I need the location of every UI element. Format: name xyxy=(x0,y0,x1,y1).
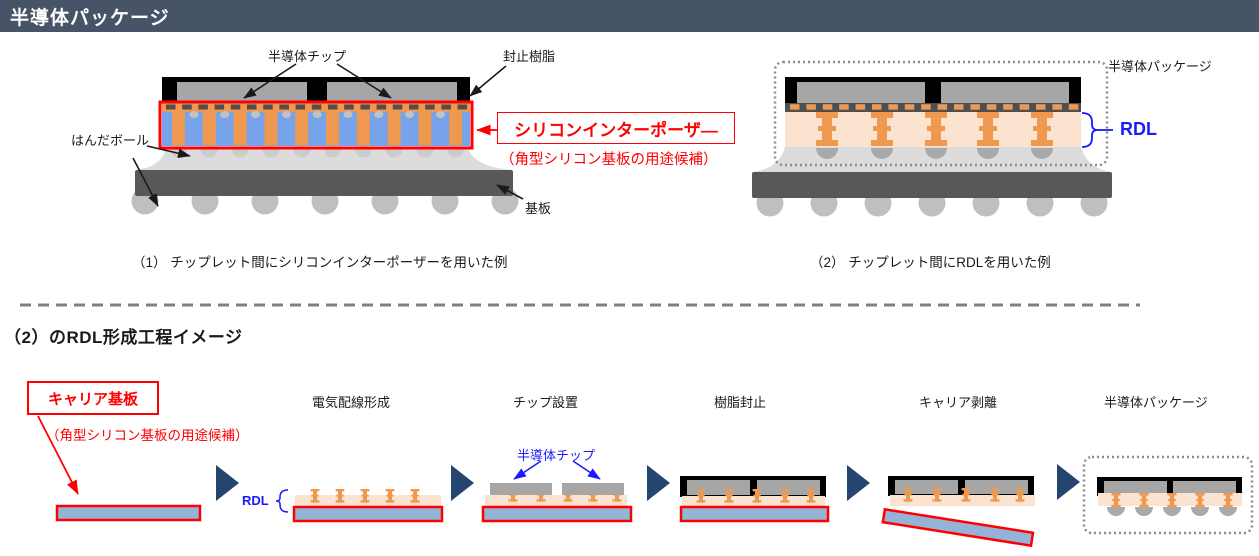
label-silicon-interposer: シリコンインターポーザ― xyxy=(514,120,718,140)
rdl-vias xyxy=(310,489,420,503)
page-title: 半導体パッケージ xyxy=(10,7,170,29)
chip-left xyxy=(797,82,925,103)
pad-strip xyxy=(785,103,1081,112)
label-rdl-step: RDL xyxy=(242,493,269,508)
label-solder-ball: はんだボール xyxy=(71,133,150,148)
chip-right xyxy=(327,82,457,102)
package-cross-section-interposer xyxy=(131,63,524,215)
caption-example-2: （2） チップレット間にRDLを用いた例 xyxy=(810,255,1051,270)
carrier-callout-box: キャリア基板 xyxy=(27,381,159,415)
tsv-columns xyxy=(172,111,463,146)
chip-right xyxy=(965,480,1028,494)
rdl-brace-small xyxy=(275,489,289,513)
label-rdl: RDL xyxy=(1120,119,1157,139)
process-flow xyxy=(37,415,1254,548)
chip-left xyxy=(1104,481,1167,494)
title-bar: 半導体パッケージ xyxy=(0,0,1259,32)
flow-arrow-icon xyxy=(216,465,239,501)
process-heading: （2）のRDL形成工程イメージ xyxy=(4,328,243,347)
flow-arrow-icon xyxy=(647,465,670,501)
step-label-wiring: 電気配線形成 xyxy=(312,395,391,410)
rdl-vias xyxy=(903,488,1025,502)
label-carrier-note: （角型シリコン基板の用途候補） xyxy=(46,428,249,443)
arrow-to-chip-right xyxy=(336,63,392,99)
step-label-carrier-release: キャリア剥離 xyxy=(919,395,998,410)
rdl-vias xyxy=(816,112,1053,146)
label-carrier-substrate: キャリア基板 xyxy=(47,390,138,408)
substrate xyxy=(752,172,1112,198)
chip-left xyxy=(177,82,307,102)
label-semiconductor-chip: 半導体チップ xyxy=(268,49,347,64)
arrow-to-bump xyxy=(146,145,191,158)
chip-right xyxy=(757,480,820,495)
arrow-to-substrate xyxy=(496,184,524,200)
label-chip-step: 半導体チップ xyxy=(517,448,596,463)
substrate xyxy=(135,170,513,196)
rdl-layer xyxy=(485,495,627,506)
label-semiconductor-package: 半導体パッケージ xyxy=(1108,59,1212,74)
step-label-final-package: 半導体パッケージ xyxy=(1104,395,1208,410)
label-molding-resin: 封止樹脂 xyxy=(503,49,556,64)
flow-arrow-icon xyxy=(1057,464,1080,500)
package-outline-dotted xyxy=(1082,455,1254,535)
package-cross-section-rdl xyxy=(752,60,1113,217)
arrow-to-carrier xyxy=(37,415,79,495)
step-label-resin-molding: 樹脂封止 xyxy=(714,395,767,410)
chip-left xyxy=(895,480,958,494)
chip-right xyxy=(1173,481,1236,494)
rdl-vias xyxy=(1111,493,1233,508)
flow-arrow-icon xyxy=(847,465,870,501)
rdl-vias xyxy=(696,489,816,503)
pad-dashes xyxy=(790,104,1079,110)
interposer-highlight-box xyxy=(158,100,474,150)
arrow-to-ball xyxy=(132,157,159,207)
bump-pads xyxy=(166,104,468,110)
arrow-to-chip-right xyxy=(572,460,601,480)
carrier-substrate xyxy=(679,505,830,523)
chip-left xyxy=(490,483,552,495)
rdl-brace xyxy=(1081,112,1099,148)
carrier-substrate xyxy=(55,504,202,522)
package-body xyxy=(752,147,1112,172)
micro-bumps xyxy=(816,148,1053,159)
step-label-chip-placement: チップ設置 xyxy=(513,395,579,410)
arrow-to-chip-left xyxy=(513,460,542,480)
chip-right xyxy=(941,82,1069,103)
arrow-to-resin xyxy=(469,65,507,97)
chip-left xyxy=(687,480,750,495)
flow-arrow-icon xyxy=(451,465,474,501)
chip-right xyxy=(562,483,624,495)
package-outline-dotted xyxy=(773,60,1109,167)
carrier-substrate xyxy=(292,505,444,523)
arrow-to-chip-left xyxy=(243,63,297,99)
label-substrate: 基板 xyxy=(525,201,552,216)
interposer-callout-box: シリコンインターポーザ― xyxy=(497,112,735,144)
carrier-substrate xyxy=(481,505,633,523)
carrier-released xyxy=(881,507,1035,548)
caption-example-1: （1） チップレット間にシリコンインターポーザーを用いた例 xyxy=(132,255,508,270)
solder-bumps xyxy=(1107,507,1237,516)
label-interposer-note: （角型シリコン基板の用途候補） xyxy=(500,152,718,168)
